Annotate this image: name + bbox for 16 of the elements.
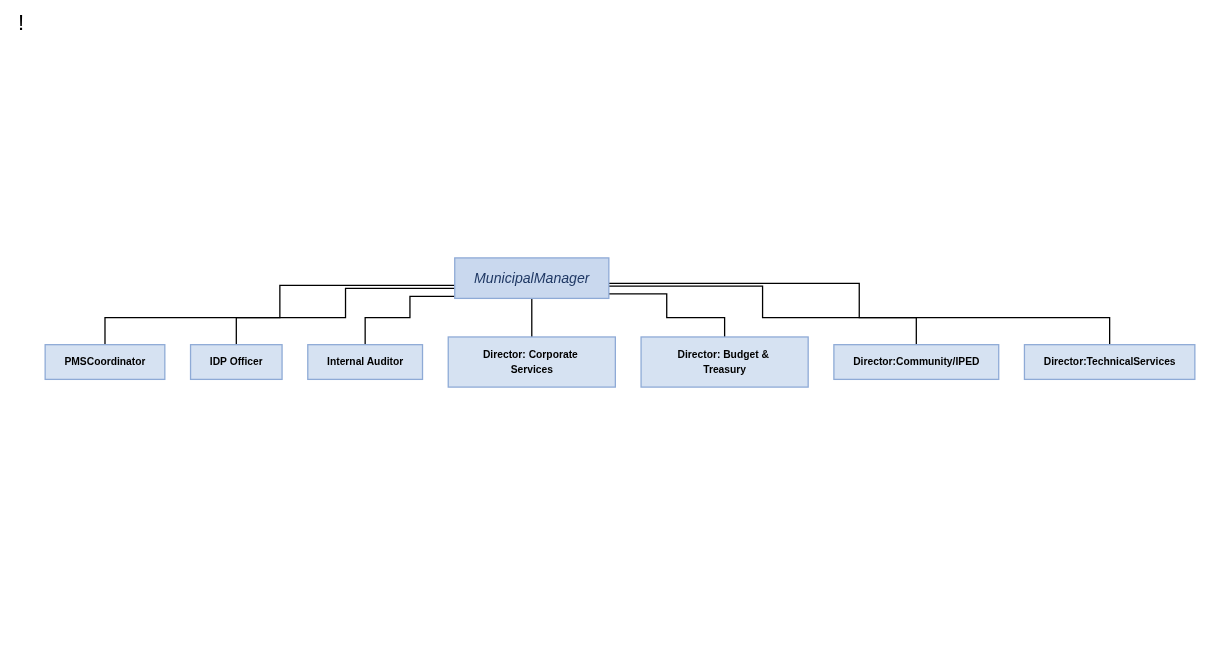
- note-text: !: [18, 10, 25, 36]
- node-box: Director:TechnicalServices: [1023, 344, 1196, 381]
- connector: [608, 285, 917, 346]
- connector: [608, 282, 1111, 346]
- connector: [364, 295, 456, 346]
- connector: [531, 297, 533, 338]
- node-box: Director: Corporate Services: [447, 336, 616, 388]
- node-box: Director:Community/IPED: [833, 344, 1000, 381]
- node-box: PMSCoordinator: [44, 344, 166, 381]
- connector: [608, 293, 726, 338]
- node-box: Director: Budget & Treasury: [640, 336, 809, 388]
- connector: [104, 284, 456, 346]
- node-box: IDP Officer: [189, 344, 283, 381]
- node-box: MunicipalManager: [454, 257, 610, 300]
- node-box: Internal Auditor: [307, 344, 424, 381]
- connector: [235, 287, 456, 346]
